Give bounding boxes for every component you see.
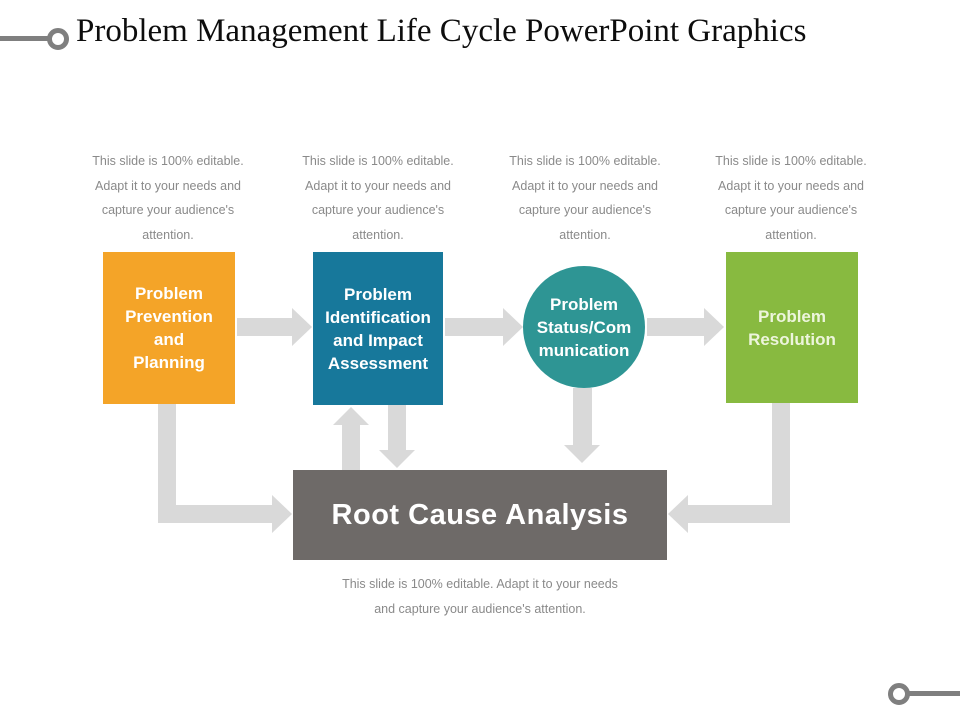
shape-root-cause-analysis: Root Cause Analysis xyxy=(293,470,667,560)
caption-column-4: This slide is 100% editable. Adapt it to… xyxy=(715,154,867,242)
shape-problem-identification-and-impact-assessment: Problem Identification and Impact Assess… xyxy=(313,252,443,405)
bottom-right-decorative-line xyxy=(908,691,960,696)
bottom-right-ring-icon xyxy=(888,683,910,705)
slide-title: Problem Management Life Cycle PowerPoint… xyxy=(76,13,807,49)
shape-problem-status-communication: Problem Status/Com munication xyxy=(523,266,645,388)
caption-column-1: This slide is 100% editable. Adapt it to… xyxy=(92,154,244,242)
shape-problem-resolution: Problem Resolution xyxy=(726,252,858,403)
top-left-ring-icon xyxy=(47,28,69,50)
caption-root-cause: This slide is 100% editable. Adapt it to… xyxy=(342,577,618,616)
caption-column-2: This slide is 100% editable. Adapt it to… xyxy=(302,154,454,242)
top-left-decorative-line xyxy=(0,36,50,41)
caption-column-3: This slide is 100% editable. Adapt it to… xyxy=(509,154,661,242)
shape-problem-prevention-and-planning: Problem Prevention and Planning xyxy=(103,252,235,404)
